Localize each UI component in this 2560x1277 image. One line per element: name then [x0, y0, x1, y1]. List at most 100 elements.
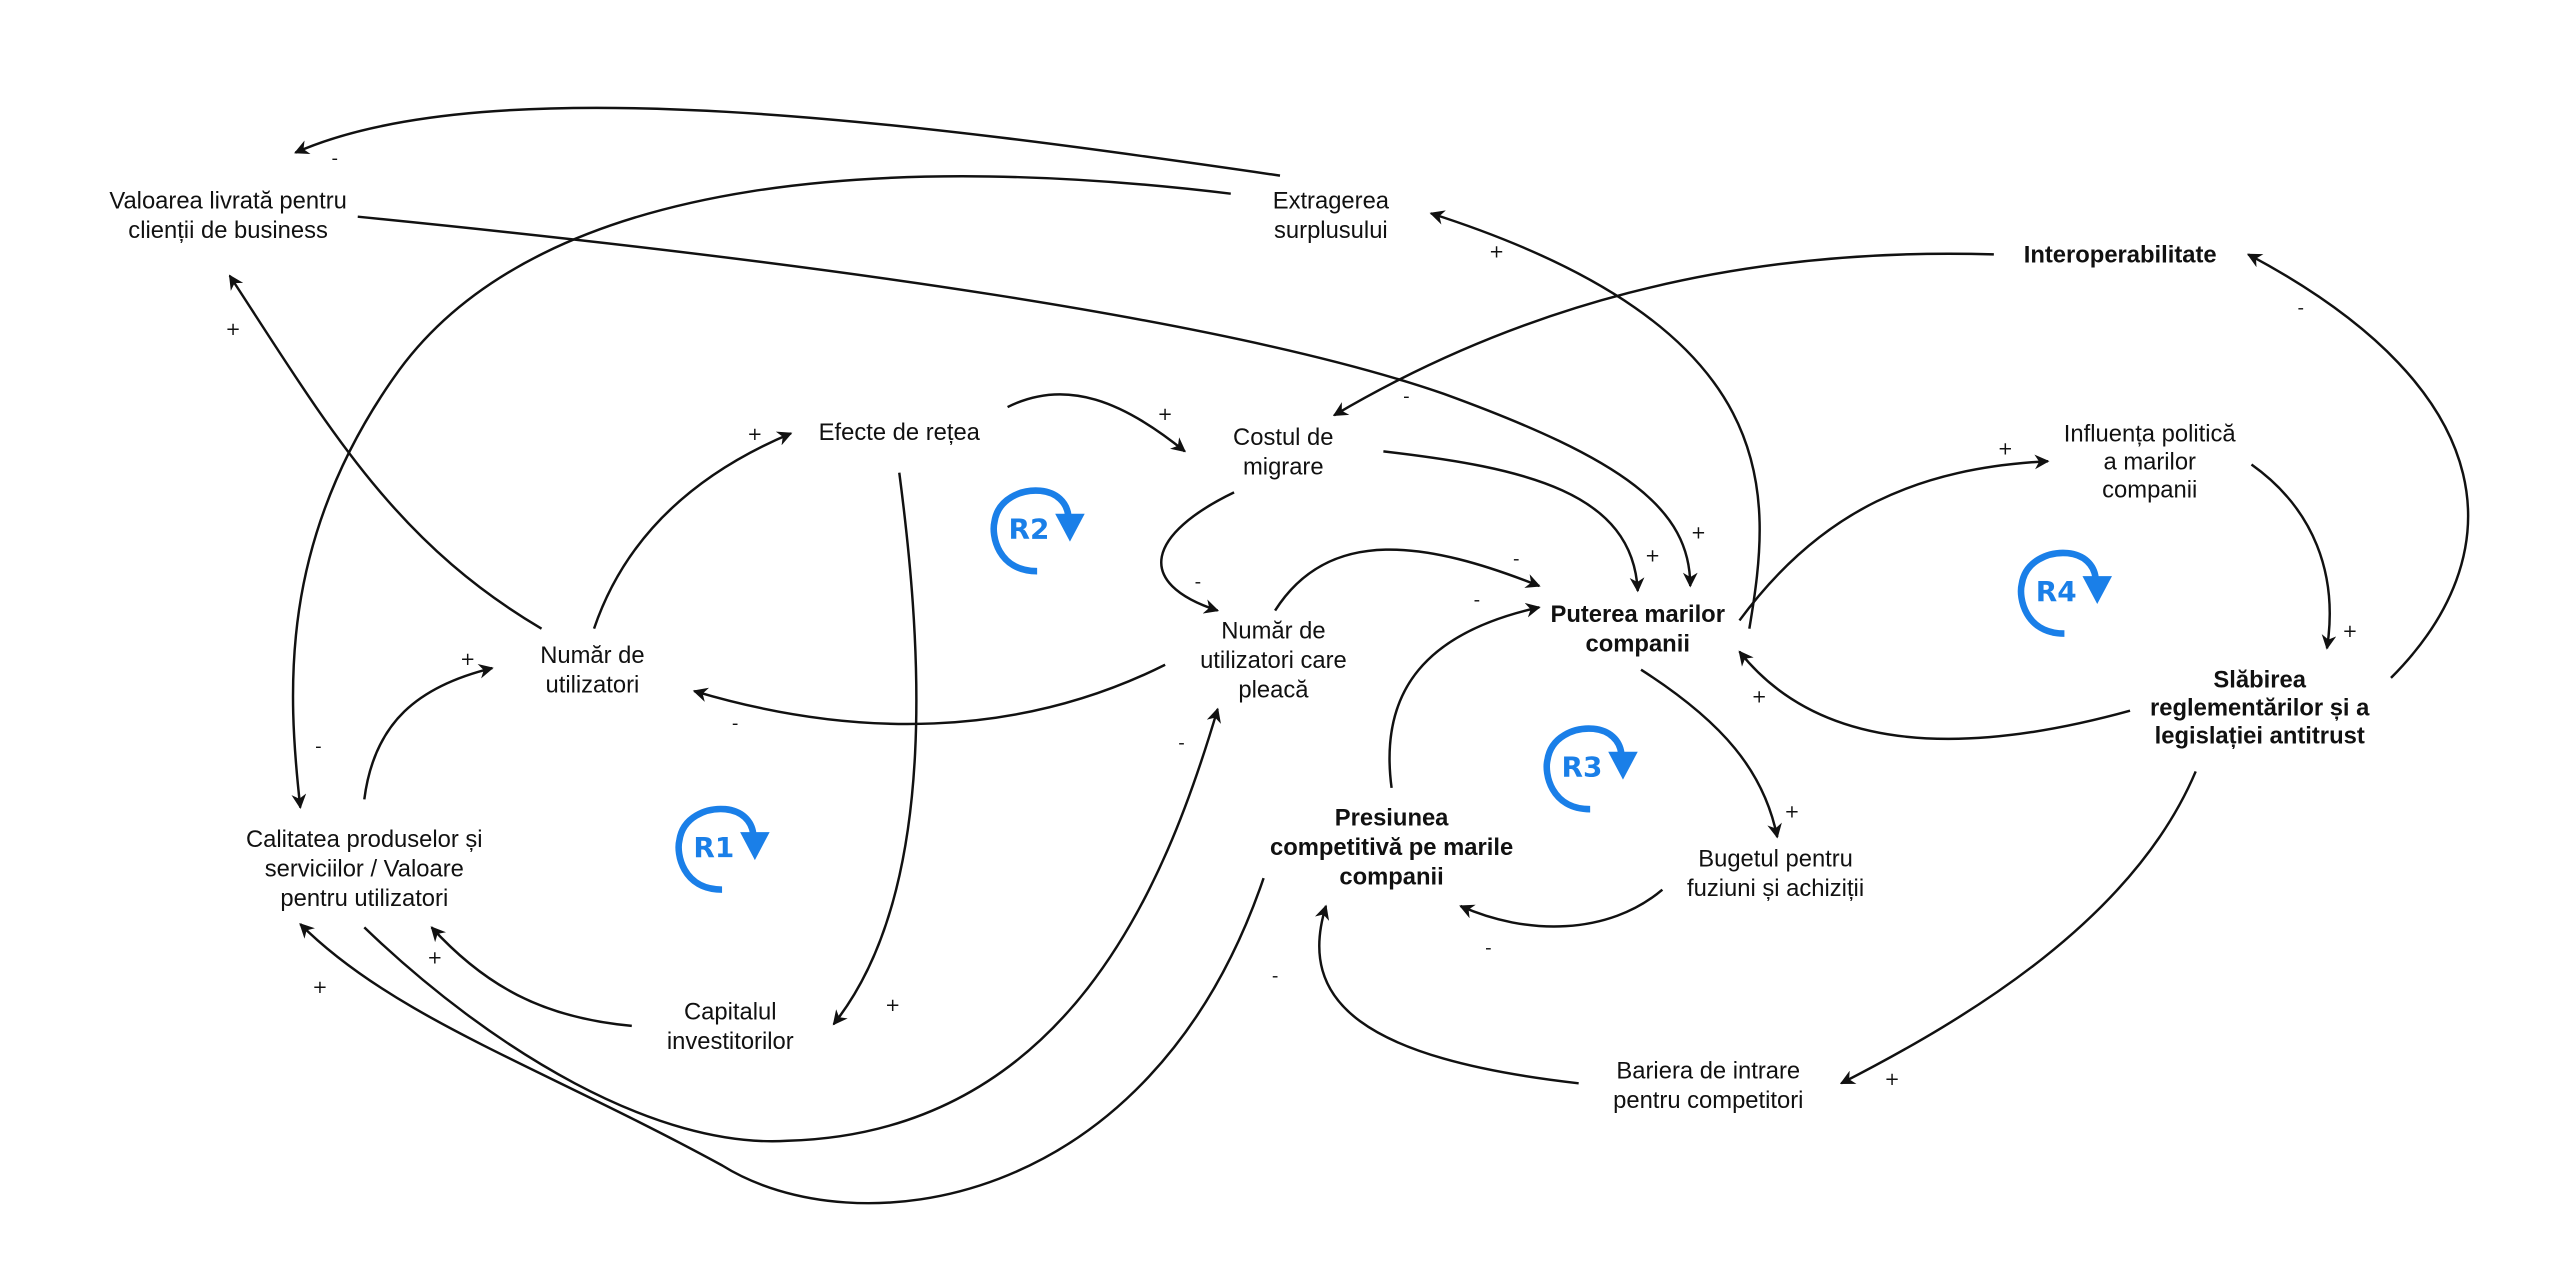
node-label-line: Calitatea produselor și	[246, 826, 483, 853]
edge-sign: -	[332, 148, 339, 169]
node-numar-pleaca: Număr de utilizatori care pleacă	[1200, 617, 1347, 703]
node-label-line: companii	[1586, 631, 1690, 658]
edge-puterea-bugetul: +	[1640, 668, 1800, 839]
node-efecte: Efecte de rețea	[819, 419, 981, 446]
edge-costul-numar-pleaca: -	[1160, 491, 1235, 614]
node-label-line: a marilor	[2103, 448, 2196, 475]
node-label-line: reglementărilor și a	[2150, 695, 2370, 722]
node-extragerea: Extragerea surplusului	[1273, 187, 1390, 244]
node-label-line: companii	[1339, 864, 1443, 891]
node-bariera: Bariera de intrare pentru competitori	[1613, 1057, 1803, 1114]
node-label-line: utilizatori	[545, 672, 639, 699]
node-label-line: Număr de	[540, 642, 644, 669]
edge-sign: -	[1474, 590, 1481, 611]
node-label-line: utilizatori care	[1200, 647, 1347, 674]
loop-icon-r1: R1	[675, 805, 770, 893]
node-label-line: Capitalul	[684, 998, 777, 1025]
edge-sign: +	[1784, 801, 1799, 822]
node-label-line: companii	[2102, 476, 2197, 503]
edge-valoarea-puterea: +	[357, 215, 1706, 588]
loop-label: R2	[1008, 512, 1049, 545]
edge-bariera-presiunea: -	[1272, 904, 1579, 1085]
node-label-line: migrare	[1243, 453, 1324, 480]
node-puterea: Puterea marilor companii	[1551, 601, 1725, 658]
edge-extragerea-valoarea: -	[294, 106, 1281, 177]
node-label-line: Slăbirea	[2213, 667, 2306, 694]
node-label-line: fuziuni și achiziții	[1687, 875, 1864, 902]
edge-sign: -	[1485, 938, 1492, 959]
loop-label: R3	[1562, 750, 1603, 783]
node-label-line: Interoperabilitate	[2024, 242, 2217, 269]
node-label-line: pleacă	[1238, 677, 1309, 704]
loop-icon-r3: R3	[1543, 725, 1638, 813]
edge-slabirea-interoperabilitate: -	[2246, 253, 2470, 679]
loops: R1 R2 R3 R4	[675, 487, 2112, 893]
node-label-line: Valoarea livrată pentru	[109, 187, 346, 214]
edge-puterea-influenta: +	[1738, 439, 2050, 622]
edge-sign: +	[1645, 545, 1660, 566]
edge-efecte-costul: +	[1007, 393, 1186, 453]
edge-capitalul-calitatea: +	[427, 926, 632, 1028]
node-label-line: surplusului	[1274, 217, 1388, 244]
edge-sign: -	[1195, 572, 1202, 593]
edge-calitatea-numar-utilizatori: +	[363, 649, 494, 800]
node-label-line: legislației antitrust	[2155, 723, 2365, 750]
edge-numar-pleaca-numar-utilizatori: -	[692, 663, 1166, 734]
node-label-line: Bugetul pentru	[1698, 846, 1853, 873]
node-label-line: serviciilor / Valoare	[265, 855, 464, 882]
edge-sign: +	[312, 977, 327, 998]
edge-puterea-extragerea: +	[1429, 210, 1761, 629]
edge-sign: -	[1178, 732, 1185, 753]
edge-sign: +	[747, 424, 762, 445]
edge-numar-pleaca-puterea: -	[1274, 548, 1541, 612]
edge-efecte-capitalul: +	[832, 472, 918, 1026]
node-numar-utilizatori: Număr de utilizatori	[540, 642, 644, 699]
node-label-line: Extragerea	[1273, 187, 1390, 214]
node-label-line: Efecte de rețea	[819, 419, 981, 446]
edge-interoperabilitate-costul: -	[1332, 252, 1994, 417]
edge-costul-puterea: +	[1383, 450, 1660, 593]
edge-sign: -	[1272, 966, 1279, 987]
node-label-line: pentru competitori	[1613, 1087, 1803, 1114]
edge-sign: -	[732, 713, 739, 734]
loop-label: R1	[693, 831, 734, 864]
edge-sign: +	[2342, 621, 2357, 642]
edge-numar-utilizatori-valoarea: +	[225, 274, 543, 630]
node-interoperabilitate: Interoperabilitate	[2024, 242, 2217, 269]
edge-slabirea-bariera: +	[1839, 770, 2197, 1090]
node-label-line: Influența politică	[2064, 421, 2237, 448]
node-label-line: Număr de	[1221, 617, 1325, 644]
edge-slabirea-puterea: +	[1738, 650, 2131, 741]
edge-sign: +	[1158, 404, 1173, 425]
node-label-line: Presiunea	[1335, 805, 1449, 832]
svg-text:Efecte de rețea: Efecte de rețea	[819, 419, 981, 446]
edge-calitatea-numar-pleaca: -	[363, 707, 1221, 1143]
edge-sign: +	[1489, 242, 1504, 263]
node-label-line: Puterea marilor	[1551, 601, 1725, 628]
edge-influenta-slabirea: +	[2250, 463, 2358, 650]
edge-sign: -	[1513, 549, 1520, 570]
edge-sign: -	[1403, 386, 1410, 407]
node-label-line: Bariera de intrare	[1616, 1057, 1800, 1084]
node-label-line: Costul de	[1233, 424, 1333, 451]
node-label-line: investitorilor	[667, 1028, 794, 1055]
edge-numar-utilizatori-efecte: +	[592, 424, 793, 630]
loop-icon-r4: R4	[2017, 549, 2112, 637]
node-label-line: competitivă pe marile	[1270, 834, 1513, 861]
edge-sign: +	[885, 995, 900, 1016]
